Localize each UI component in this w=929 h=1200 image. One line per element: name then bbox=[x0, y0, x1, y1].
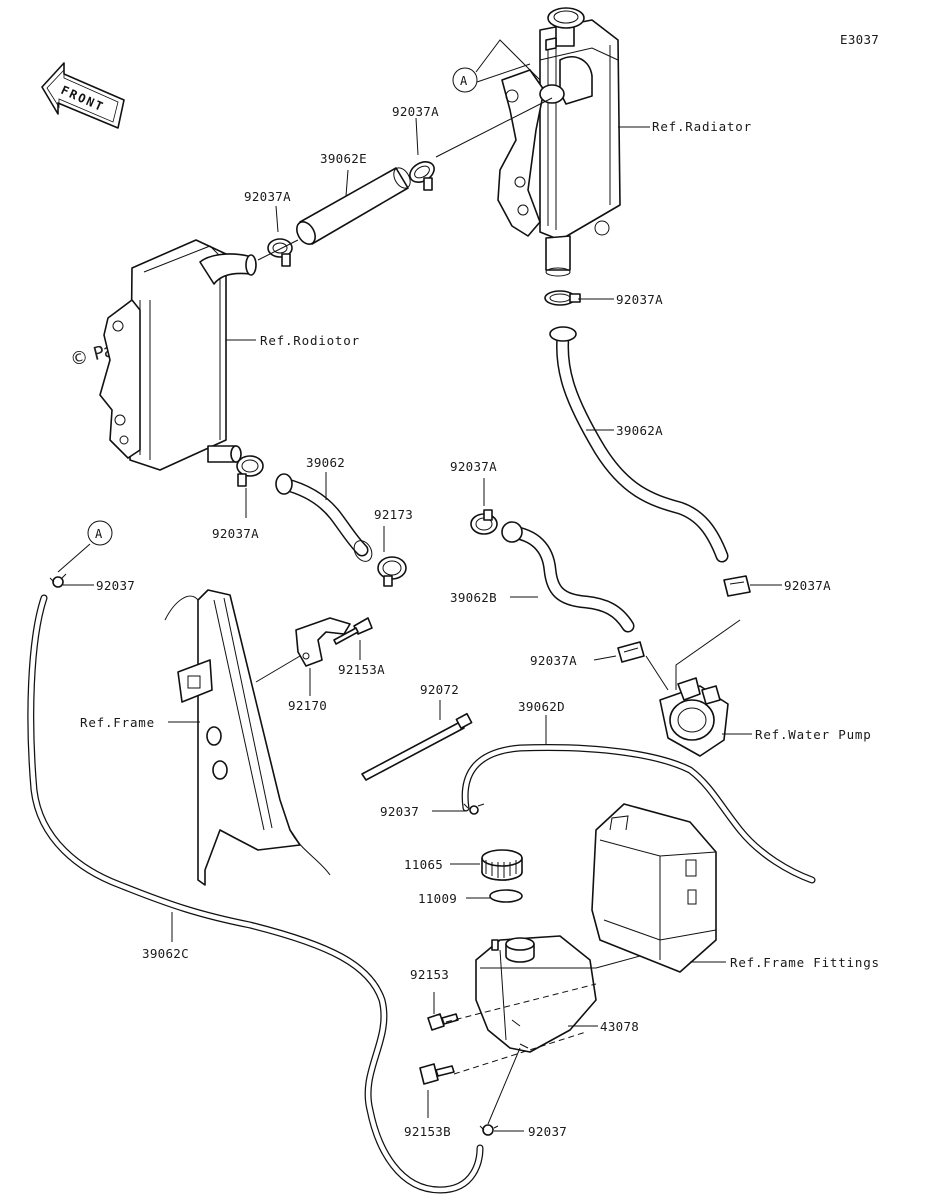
label-92072: 92072 bbox=[420, 682, 459, 697]
clamp-92037a-pump-left bbox=[617, 641, 645, 663]
label-39062a: 39062A bbox=[616, 423, 663, 438]
right-radiator bbox=[497, 7, 621, 277]
label-92037a-upper-left: 92037A bbox=[244, 189, 291, 204]
gasket-11009 bbox=[489, 889, 523, 903]
clamp-92037a-right-lower bbox=[544, 290, 581, 306]
clamp-92037a-upper-left bbox=[267, 238, 293, 267]
front-arrow-icon: FRONT bbox=[41, 62, 125, 129]
hose-39062d bbox=[461, 743, 816, 884]
label-92037a-left-bottom: 92037A bbox=[212, 526, 259, 541]
clamp-92037a-mid bbox=[470, 509, 498, 535]
callout-a-top: A bbox=[452, 67, 478, 93]
label-92037a-right-lower: 92037A bbox=[616, 292, 663, 307]
label-ref-frame: Ref.Frame bbox=[80, 715, 155, 730]
label-92153a: 92153A bbox=[338, 662, 385, 677]
label-92153b: 92153B bbox=[404, 1124, 451, 1139]
callout-a-top-letter: A bbox=[460, 74, 468, 88]
label-92037-hose-end: 92037 bbox=[96, 578, 135, 593]
label-39062: 39062 bbox=[306, 455, 345, 470]
water-pump bbox=[659, 677, 729, 757]
clamp-92037a-top bbox=[409, 161, 435, 191]
label-92037a-top: 92037A bbox=[392, 104, 439, 119]
label-92153: 92153 bbox=[410, 967, 449, 982]
label-92037-cap: 92037 bbox=[380, 804, 419, 819]
label-43078: 43078 bbox=[600, 1019, 639, 1034]
label-ref-frame-fittings: Ref.Frame Fittings bbox=[730, 955, 880, 970]
label-ref-radiator-left: Ref.Rodiotor bbox=[260, 333, 360, 348]
leader-lines bbox=[57, 39, 782, 1132]
hose-39062a bbox=[549, 326, 729, 563]
reservoir-cap-11065 bbox=[481, 849, 523, 881]
clamp-92037a-left-bottom bbox=[236, 455, 264, 487]
label-92173: 92173 bbox=[374, 507, 413, 522]
label-92037-bottom: 92037 bbox=[528, 1124, 567, 1139]
clip-92037-hose-end bbox=[49, 573, 67, 588]
clip-92037-bottom bbox=[479, 1124, 499, 1136]
clamp-92037a-pump-right bbox=[723, 575, 751, 597]
bolt-92153a bbox=[333, 617, 373, 645]
label-92037a-pump-left: 92037A bbox=[530, 653, 577, 668]
label-39062e: 39062E bbox=[320, 151, 367, 166]
bolt-92153 bbox=[427, 1013, 459, 1031]
callout-a-left-letter: A bbox=[95, 527, 103, 541]
label-ref-water-pump: Ref.Water Pump bbox=[755, 727, 872, 742]
label-92170: 92170 bbox=[288, 698, 327, 713]
label-11065: 11065 bbox=[404, 857, 443, 872]
reservoir-tank-43078 bbox=[475, 935, 597, 1053]
clamp-92173 bbox=[377, 556, 407, 587]
diagram-code: E3037 bbox=[840, 32, 879, 47]
cable-tie-92072 bbox=[361, 712, 473, 781]
label-92037a-pump-right: 92037A bbox=[784, 578, 831, 593]
hose-39062 bbox=[275, 473, 373, 562]
hose-39062b bbox=[501, 521, 635, 633]
hose-39062e bbox=[296, 167, 411, 245]
label-11009: 11009 bbox=[418, 891, 457, 906]
hose-39062c bbox=[27, 594, 484, 1194]
bolt-92153b bbox=[419, 1063, 455, 1085]
clip-92037-cap bbox=[463, 803, 485, 815]
label-39062b: 39062B bbox=[450, 590, 497, 605]
bracket-92170 bbox=[295, 617, 351, 667]
label-39062c: 39062C bbox=[142, 946, 189, 961]
label-ref-radiator-right: Ref.Radiator bbox=[652, 119, 752, 134]
frame bbox=[164, 589, 331, 886]
label-39062d: 39062D bbox=[518, 699, 565, 714]
left-radiator bbox=[99, 239, 257, 471]
callout-a-left: A bbox=[87, 520, 113, 546]
label-92037a-mid: 92037A bbox=[450, 459, 497, 474]
frame-fittings bbox=[591, 803, 717, 973]
